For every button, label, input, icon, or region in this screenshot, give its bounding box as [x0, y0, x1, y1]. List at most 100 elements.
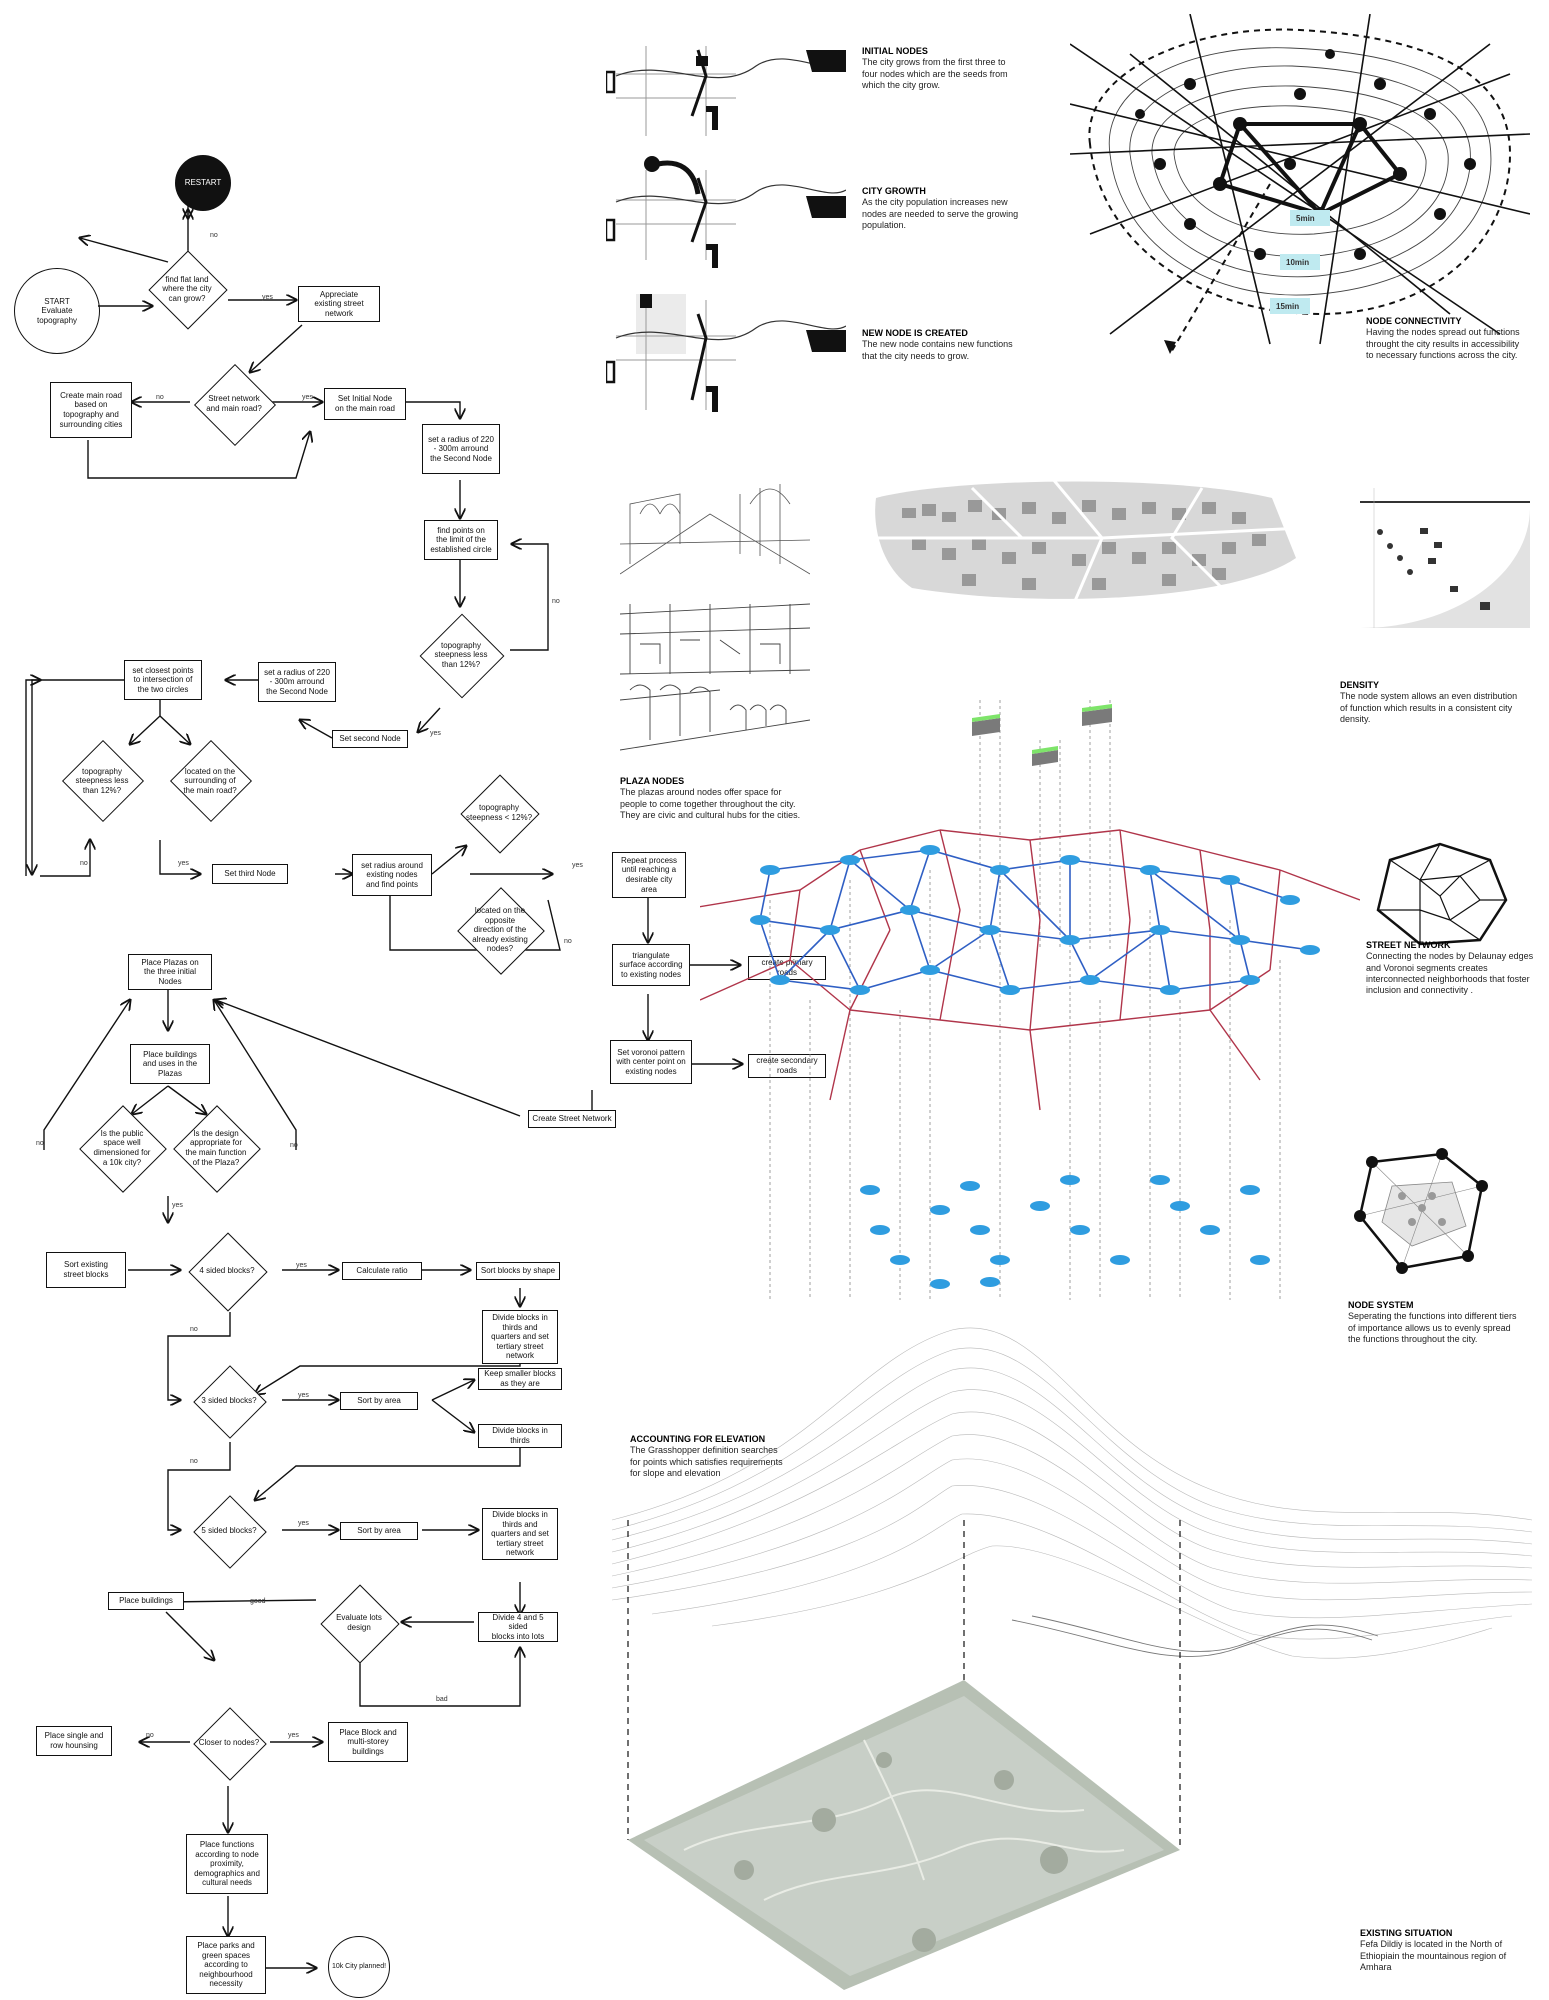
decision-public-space: Is the public space well dimensioned for… — [93, 1128, 151, 1167]
place-parks-box: Place parks and green spaces according t… — [186, 1936, 266, 1994]
place-functions-box: Place functions according to node proxim… — [186, 1834, 268, 1894]
caption-initial-nodes: INITIAL NODES The city grows from the fi… — [862, 46, 1022, 91]
label-no: no — [552, 598, 560, 605]
triangulate-box: triangulate surface according to existin… — [612, 944, 690, 986]
caption-body: The city grows from the first three to f… — [862, 57, 1008, 90]
caption-node-connectivity: NODE CONNECTIVITY Having the nodes sprea… — [1366, 316, 1526, 361]
keep-smaller-box: Keep smaller blocks as they are — [478, 1368, 562, 1390]
caption-body: Fefa Dildiy is located in the North of E… — [1360, 1939, 1507, 1972]
third-node-box: Set third Node — [212, 864, 288, 884]
appreciate-box: Appreciate existing street network — [298, 286, 380, 322]
sort-area-box-2: Sort by area — [340, 1522, 418, 1540]
label-no: no — [80, 860, 88, 867]
elevation-terrain — [612, 1327, 1532, 1659]
sort-shape-box: Sort blocks by shape — [476, 1262, 560, 1280]
place-plazas-box: Place Plazas on the three initial Nodes — [128, 954, 212, 990]
start-node: START Evaluate topography — [14, 268, 100, 354]
divide-lots-box: Divide 4 and 5 sided blocks into lots — [478, 1612, 558, 1642]
divide-thirds-box-2: Divide blocks in thirds — [478, 1424, 562, 1448]
secondary-roads-box: create secondary roads — [748, 1054, 826, 1078]
decision-topography-2: topography steepness less than 12%? — [75, 766, 129, 795]
place-buildings-box: Place buildings — [108, 1592, 184, 1610]
decision-topography-3: topography steepness < 12%? — [465, 803, 533, 822]
street-network-box: Create Street Network — [528, 1110, 616, 1128]
primary-roads-box: create primary roads — [748, 956, 826, 980]
caption-title: ACCOUNTING FOR ELEVATION — [630, 1434, 766, 1444]
decision-street-network: Street network and main road? — [206, 394, 262, 413]
label-no: no — [156, 394, 164, 401]
caption-body: The plazas around nodes offer space for … — [620, 787, 801, 820]
label-yes: yes — [262, 294, 273, 301]
caption-new-node: NEW NODE IS CREATED The new node contain… — [862, 328, 1022, 362]
decision-flat-land: find flat land where the city can grow? — [162, 274, 212, 303]
label-yes: yes — [298, 1392, 309, 1399]
caption-plaza-nodes: PLAZA NODES The plazas around nodes offe… — [620, 776, 810, 821]
initial-nodes-diagram — [606, 46, 846, 136]
initial-node-box: Set Initial Node on the main road — [324, 388, 406, 420]
radius-box-3: set radius around existing nodes and fin… — [352, 854, 432, 896]
time-label-5: 5min — [1296, 214, 1315, 223]
caption-title: PLAZA NODES — [620, 776, 685, 786]
label-yes: yes — [572, 862, 583, 869]
label-no: no — [210, 232, 218, 239]
create-main-road-box: Create main road based on topography and… — [50, 382, 132, 438]
decision-four-sided: 4 sided blocks? — [199, 1266, 255, 1276]
label-no: no — [190, 1326, 198, 1333]
decision-topography-1: topography steepness less than 12%? — [434, 640, 488, 669]
caption-elevation: ACCOUNTING FOR ELEVATION The Grasshopper… — [630, 1434, 790, 1479]
caption-body: Having the nodes spread out functions th… — [1366, 327, 1520, 360]
calculate-ratio-box: Calculate ratio — [342, 1262, 422, 1280]
decision-lots: Evaluate lots design — [336, 1613, 382, 1632]
voronoi-box: Set voronoi pattern with center point on… — [610, 1040, 692, 1084]
city-planned-node: 10k City planned! — [328, 1936, 390, 1998]
sort-area-box-1: Sort by area — [340, 1392, 418, 1410]
caption-body: As the city population increases new nod… — [862, 197, 1019, 230]
decision-five-sided: 5 sided blocks? — [201, 1526, 257, 1536]
plaza-sketch-2 — [620, 603, 810, 675]
decision-closer: Closer to nodes? — [198, 1738, 260, 1748]
closest-points-box: set closest points to intersection of th… — [124, 660, 202, 700]
place-block-box: Place Block and multi-storey buildings — [328, 1722, 408, 1762]
place-buildings-plazas-box: Place buildings and uses in the Plazas — [130, 1044, 210, 1084]
label-yes: yes — [296, 1262, 307, 1269]
time-label-10: 10min — [1286, 258, 1310, 267]
find-points-box: find points on the limit of the establis… — [424, 520, 498, 560]
decision-design: Is the design appropriate for the main f… — [185, 1128, 247, 1167]
label-good: good — [250, 1598, 266, 1605]
node-connectivity-diagram — [1070, 14, 1530, 354]
radius-box-1: set a radius of 220 - 300m arround the S… — [422, 424, 500, 474]
decision-located-1: located on the surrounding of the main r… — [183, 766, 237, 795]
label-no: no — [564, 938, 572, 945]
divide-thirds-box-1: Divide blocks in thirds and quarters and… — [482, 1310, 558, 1364]
caption-title: NODE CONNECTIVITY — [1366, 316, 1462, 326]
label-no: no — [36, 1140, 44, 1147]
caption-title: DENSITY — [1340, 680, 1380, 690]
plaza-sketch-3 — [620, 684, 810, 751]
caption-body: Seperating the functions into different … — [1348, 1311, 1517, 1344]
decision-three-sided: 3 sided blocks? — [201, 1396, 257, 1406]
caption-title: NODE SYSTEM — [1348, 1300, 1414, 1310]
single-row-box: Place single and row hounsing — [36, 1726, 112, 1756]
street-network-layer — [700, 700, 1360, 1300]
caption-title: EXISTING SITUATION — [1360, 1928, 1453, 1938]
caption-body: Connecting the nodes by Delaunay edges a… — [1366, 951, 1534, 995]
time-label-15: 15min — [1276, 302, 1300, 311]
label-no: no — [190, 1458, 198, 1465]
caption-street-network: STREET NETWORK Connecting the nodes by D… — [1366, 940, 1536, 996]
caption-body: The Grasshopper definition searches for … — [630, 1445, 783, 1478]
repeat-box: Repeat process until reaching a desirabl… — [612, 852, 686, 898]
caption-density: DENSITY The node system allows an even d… — [1340, 680, 1520, 725]
node-system-diagram — [1354, 1148, 1488, 1274]
label-yes: yes — [178, 860, 189, 867]
plaza-sketch-1 — [620, 484, 810, 575]
sort-existing-box: Sort existing street blocks — [46, 1252, 126, 1288]
caption-body: The new node contains new functions that… — [862, 339, 1013, 361]
divide-thirds-box-3: Divide blocks in thirds and quarters and… — [482, 1508, 558, 1560]
caption-existing: EXISTING SITUATION Fefa Dildiy is locate… — [1360, 1928, 1530, 1973]
label-yes: yes — [172, 1202, 183, 1209]
density-blocks-diagram — [872, 478, 1302, 608]
label-bad: bad — [436, 1696, 448, 1703]
restart-node: RESTART — [175, 155, 231, 211]
caption-body: The node system allows an even distribut… — [1340, 691, 1518, 724]
density-tier-chart — [1360, 488, 1530, 628]
